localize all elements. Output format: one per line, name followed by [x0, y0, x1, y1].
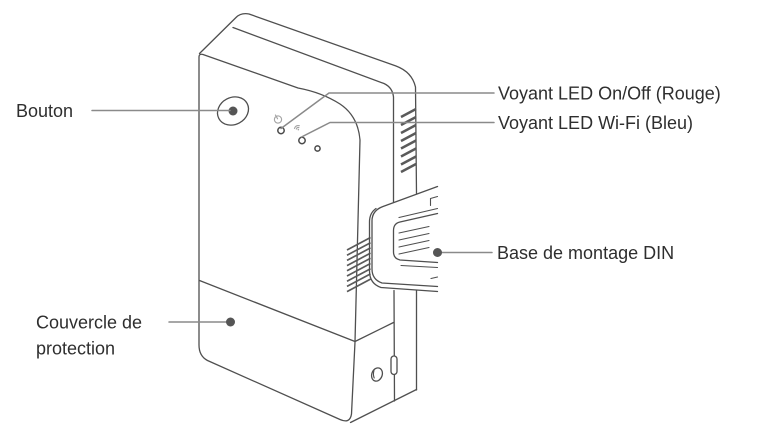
bottom-details	[370, 355, 398, 382]
led-hole-onoff	[277, 126, 285, 135]
led-hole-wifi	[298, 136, 306, 145]
din-base-label: Base de montage DIN	[497, 243, 674, 263]
din-clip-notch	[429, 195, 439, 280]
cover-label-line2: protection	[36, 339, 115, 359]
lower-vents	[346, 236, 371, 293]
device-body	[198, 13, 418, 424]
labels: Bouton Voyant LED On/Off (Rouge) Voyant …	[16, 84, 721, 359]
button-ring	[216, 96, 250, 126]
top-face-outline	[198, 13, 418, 195]
upper-vents	[400, 107, 417, 174]
front-face-outline	[198, 53, 361, 422]
din-clip-grip-teeth	[398, 225, 430, 255]
led-onoff-label: Voyant LED On/Off (Rouge)	[498, 84, 721, 104]
side-bottom-edge	[349, 388, 418, 424]
top-ridge	[232, 26, 395, 203]
led-wifi-leader	[300, 121, 495, 138]
screw-hole	[370, 367, 384, 382]
led-onoff-leader	[280, 92, 495, 130]
cover-leader-dot	[226, 317, 235, 327]
led-wifi-label: Voyant LED Wi-Fi (Bleu)	[498, 113, 693, 133]
power-icon	[273, 114, 283, 124]
button-label: Bouton	[16, 101, 73, 121]
screw-hole-highlight	[372, 369, 375, 379]
din-clip-thickness	[368, 207, 439, 293]
din-clip-slot	[392, 212, 439, 264]
din-clip-outer	[371, 185, 439, 288]
din-base-leader-dot	[433, 248, 442, 257]
cover-seam	[198, 279, 395, 343]
side-notch	[390, 355, 398, 376]
button	[216, 96, 250, 126]
side-edge-lower	[393, 289, 396, 402]
wifi-icon	[293, 125, 300, 131]
leader-lines	[91, 92, 495, 327]
led-hole-aux	[314, 145, 321, 152]
led-holes	[277, 126, 321, 152]
cover-label-line1: Couvercle de	[36, 313, 142, 333]
din-clip	[368, 185, 439, 293]
din-clip-slot-edges	[398, 207, 439, 269]
button-dot	[228, 106, 238, 116]
